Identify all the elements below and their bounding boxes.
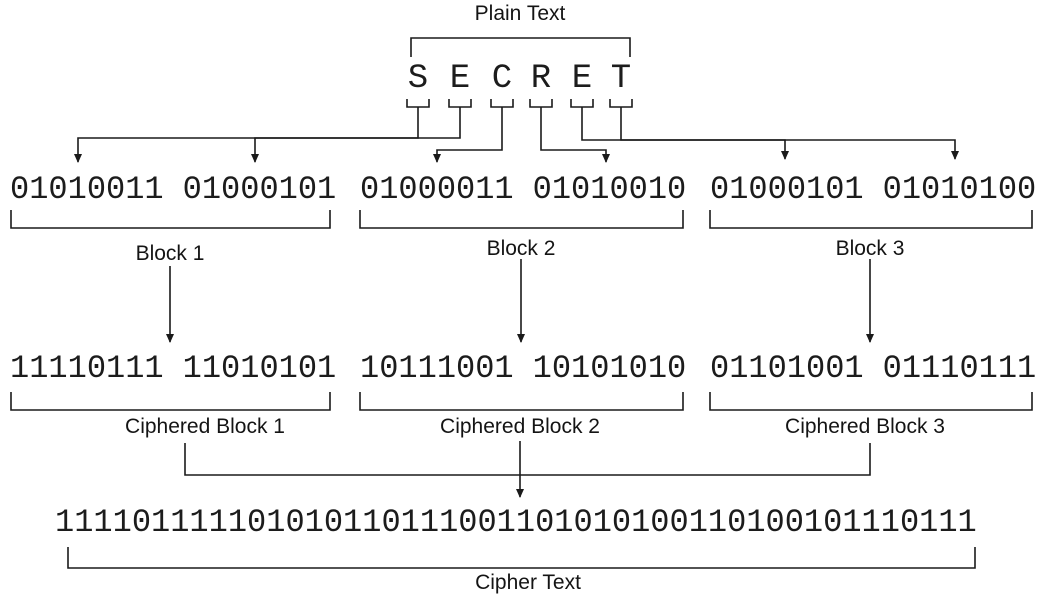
ciphered-block1-byte1: 11110111 — [10, 350, 164, 387]
route-arrow-t — [620, 107, 959, 160]
route-arrow-e2 — [581, 107, 789, 160]
ciphered-block1-label: Ciphered Block 1 — [125, 415, 285, 438]
ciphered-block1-bracket — [10, 392, 331, 411]
ciphered-block3-byte2: 01110111 — [882, 350, 1037, 387]
route-arrow-c — [433, 107, 503, 163]
plain-letter-r: R — [530, 60, 552, 98]
route-arrow-s — [74, 107, 419, 163]
block1-bits: 01010011 01000101 — [10, 174, 336, 206]
block3-label: Block 3 — [835, 237, 905, 260]
block1-label: Block 1 — [135, 242, 205, 265]
block3-byte1: 01000101 — [710, 171, 864, 208]
block1-byte1: 01010011 — [10, 171, 164, 208]
block1-bracket — [10, 210, 331, 229]
block2-bracket — [359, 210, 684, 229]
block3-bits: 01000101 01010100 — [710, 174, 1036, 206]
block3-bracket — [709, 210, 1033, 229]
plain-letter-e2: E — [571, 60, 593, 98]
ciphered-block2-bracket — [359, 392, 684, 411]
converge-line — [184, 443, 871, 476]
plain-letter-c: C — [491, 60, 513, 98]
ciphered-block3-bracket — [709, 392, 1033, 411]
ciphered-block2-bits: 10111001 10101010 — [360, 353, 686, 385]
letter-bracket-s — [406, 99, 430, 108]
letter-bracket-e2 — [570, 99, 594, 108]
ciphered-block1-byte2: 11010101 — [182, 350, 337, 387]
plain-letter-t: T — [610, 60, 632, 98]
ciphered-block3-byte1: 01101001 — [710, 350, 864, 387]
block3-byte2: 01010100 — [882, 171, 1037, 208]
block2-bits: 01000011 01010010 — [360, 174, 686, 206]
letter-bracket-c — [490, 99, 514, 108]
ciphertext-bracket — [67, 547, 976, 569]
block1-byte2: 01000101 — [182, 171, 337, 208]
cipher-text-label: Cipher Text — [475, 571, 581, 594]
ciphered-block3-label: Ciphered Block 3 — [785, 415, 945, 438]
ciphered-block2-byte1: 10111001 — [360, 350, 514, 387]
plain-letter-s: S — [407, 60, 429, 98]
block2-byte2: 01010010 — [532, 171, 687, 208]
plain-letter-e1: E — [449, 60, 471, 98]
cipher-text-bits: 1111011111010101101110011010101001101001… — [55, 504, 977, 541]
letter-bracket-e1 — [448, 99, 472, 108]
route-arrow-r — [540, 107, 610, 163]
ciphered-block2-byte2: 10101010 — [532, 350, 687, 387]
plain-text-label: Plain Text — [474, 2, 566, 25]
route-arrow-e1 — [251, 107, 461, 163]
block2-byte1: 01000011 — [360, 171, 514, 208]
ciphered-block1-bits: 11110111 11010101 — [10, 353, 336, 385]
ciphered-block2-label: Ciphered Block 2 — [440, 415, 600, 438]
plaintext-bracket — [410, 37, 631, 57]
letter-bracket-t — [609, 99, 633, 108]
ciphered-block3-bits: 01101001 01110111 — [710, 353, 1036, 385]
block2-label: Block 2 — [486, 237, 556, 260]
letter-bracket-r — [529, 99, 553, 108]
